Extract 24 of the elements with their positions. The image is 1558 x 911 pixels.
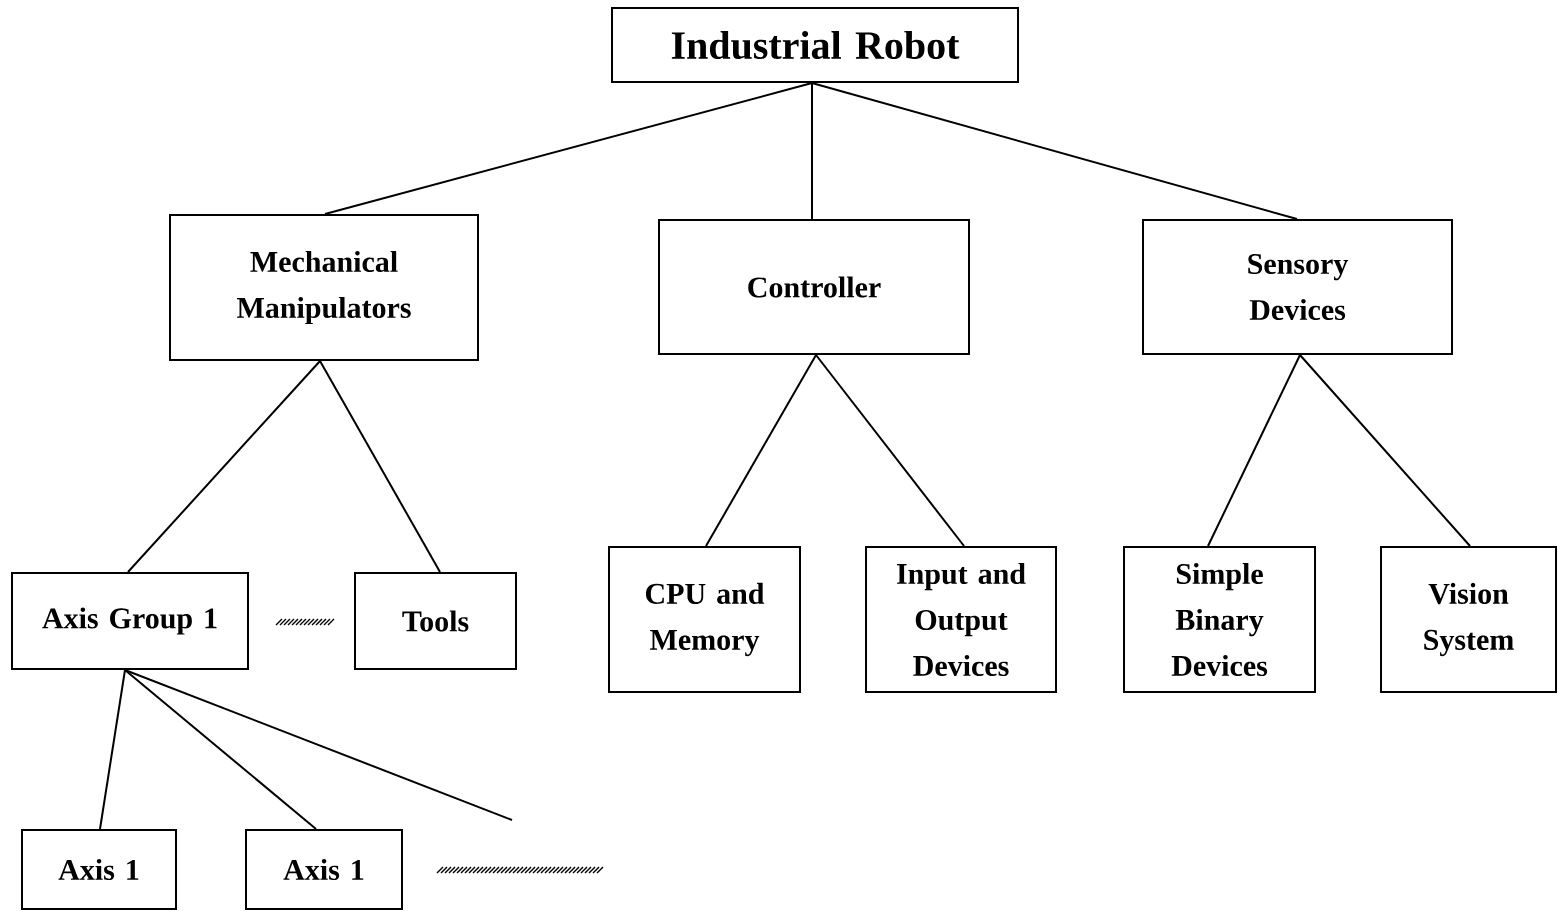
component-box: Axis 1 xyxy=(21,829,177,910)
connector-line xyxy=(1299,354,1471,547)
connector-line xyxy=(99,669,126,830)
component-box: Industrial Robot xyxy=(611,7,1019,83)
connector-line xyxy=(127,360,321,573)
connector-line xyxy=(815,354,965,547)
connector-line xyxy=(319,360,441,573)
component-box: Controller xyxy=(658,219,970,355)
connector-line xyxy=(811,82,813,220)
connector-line xyxy=(811,82,1298,220)
connector-line xyxy=(705,354,817,547)
component-box: Simple Binary Devices xyxy=(1123,546,1316,693)
connector-line xyxy=(1207,354,1301,547)
connector-line xyxy=(124,669,317,830)
component-box: Axis 1 xyxy=(245,829,403,910)
component-box: Sensory Devices xyxy=(1142,219,1453,355)
connector-line xyxy=(124,669,513,821)
connector-line xyxy=(324,82,813,215)
component-box: Tools xyxy=(354,572,517,670)
component-box: CPU and Memory xyxy=(608,546,801,693)
component-box: Mechanical Manipulators xyxy=(169,214,479,361)
component-box: Input and Output Devices xyxy=(865,546,1057,693)
component-box: Vision System xyxy=(1380,546,1557,693)
component-box: Axis Group 1 xyxy=(11,572,249,670)
